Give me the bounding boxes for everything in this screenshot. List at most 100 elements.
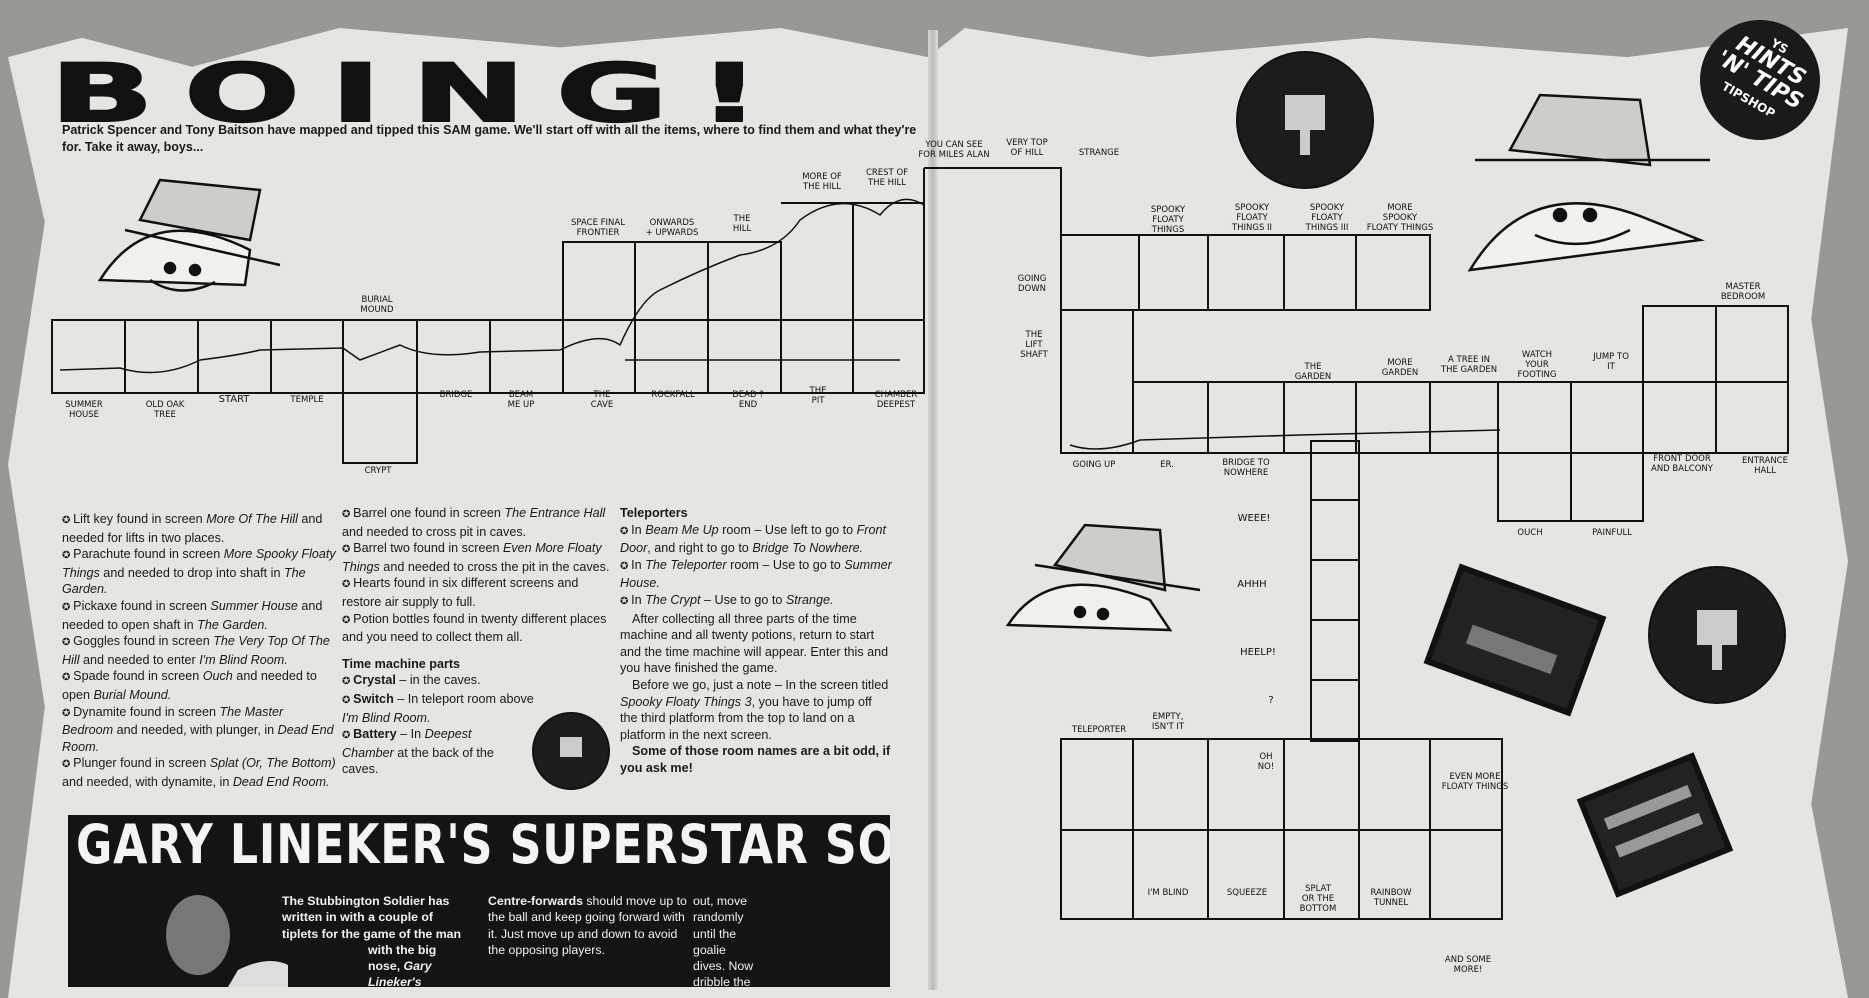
part-entry: ✪ Switch – In teleport room above I'm Bl… bbox=[342, 691, 534, 725]
map-label: Splat or the Bottom bbox=[1299, 884, 1337, 914]
map-label: Heelp! bbox=[1240, 647, 1276, 658]
map-label: Entrance Hall bbox=[1742, 456, 1788, 476]
map-left-row bbox=[51, 167, 1062, 464]
map-label: Going Down bbox=[1017, 274, 1047, 294]
map-label: Strange bbox=[1078, 148, 1120, 158]
soccer-col-3: out, move randomly until the goalie dive… bbox=[693, 894, 754, 987]
map-label: You can See for miles Alan bbox=[918, 140, 990, 160]
map-label: The Lift Shaft bbox=[1020, 330, 1048, 360]
map-label: Weee! bbox=[1237, 513, 1271, 524]
article-title: BOING! bbox=[48, 47, 791, 140]
map-label: Burial Mound bbox=[360, 295, 394, 315]
map-label: Very Top of Hill bbox=[1006, 138, 1048, 158]
robot-badge-icon bbox=[1236, 51, 1374, 189]
map-label: Teleporter bbox=[1071, 725, 1127, 735]
items-column-2: ✪ Barrel one found in screen The Entranc… bbox=[342, 505, 612, 778]
teleporter-entry: ✪ In Beam Me Up room – Use left to go to… bbox=[620, 522, 886, 556]
items-column-1: ✪ Lift key found in screen More Of The H… bbox=[62, 511, 337, 791]
item-entry: ✪ Goggles found in screen The Very Top O… bbox=[62, 634, 330, 667]
intro-body: have mapped and tipped this SAM game. We… bbox=[62, 123, 917, 154]
map-label: Squeeze bbox=[1226, 888, 1268, 898]
map-label: Space Final Frontier bbox=[571, 218, 625, 238]
game-screenshot bbox=[1423, 563, 1607, 717]
map-label: More Spooky Floaty Things bbox=[1366, 203, 1434, 233]
item-entry: ✪ Barrel one found in screen The Entranc… bbox=[342, 506, 606, 539]
map-label: Crypt bbox=[364, 466, 392, 476]
mascot-face-icon bbox=[1467, 93, 1710, 272]
map-label: ? bbox=[1268, 695, 1274, 706]
soccer-col-1: The Stubbington Soldier has written in w… bbox=[282, 894, 462, 987]
map-label: Summer House bbox=[65, 400, 103, 420]
map-label: The Garden bbox=[1294, 362, 1332, 382]
map-label: Beam me up bbox=[507, 390, 535, 410]
map-label: Temple bbox=[290, 395, 324, 405]
map-label: Onwards + Upwards bbox=[645, 218, 699, 238]
part-entry: ✪ Battery – In Deepest Chamber at the ba… bbox=[342, 727, 494, 777]
map-label: Front Door and Balcony bbox=[1651, 454, 1713, 474]
map-label: Master Bedroom bbox=[1720, 282, 1766, 302]
map-label: Rockfall bbox=[651, 390, 695, 400]
map-label: Start bbox=[218, 394, 250, 405]
time-machine-heading: Time machine parts bbox=[342, 656, 461, 671]
soccer-col-2: Centre-forwards should move up to the ba… bbox=[488, 894, 687, 957]
item-entry: ✪ Hearts found in six different screens … bbox=[342, 576, 579, 609]
map-label: Bridge bbox=[439, 390, 473, 400]
paragraph: After collecting all three parts of the … bbox=[620, 611, 889, 676]
item-entry: ✪ Lift key found in screen More Of The H… bbox=[62, 512, 323, 545]
intro-text: Patrick Spencer and Tony Baitson have ma… bbox=[62, 122, 922, 156]
soccer-tip-box: GARY LINEKER'S SUPERSTAR SOCCER The Stub… bbox=[68, 815, 890, 987]
item-entry: ✪ Potion bottles found in twenty differe… bbox=[342, 611, 607, 645]
game-screenshot bbox=[1576, 752, 1734, 898]
map-label: Watch Your Footing bbox=[1517, 350, 1557, 380]
closing-remark: Some of those room names are a bit odd, … bbox=[620, 744, 891, 775]
map-label: Oh No! bbox=[1257, 752, 1275, 772]
map-label: Going up bbox=[1072, 460, 1116, 470]
soccer-title: GARY LINEKER'S SUPERSTAR SOCCER bbox=[76, 815, 890, 876]
item-entry: ✪ Dynamite found in screen The Master Be… bbox=[62, 704, 334, 754]
item-entry: ✪ Barrel two found in screen Even More F… bbox=[342, 541, 610, 574]
map-label: Crest of The Hill bbox=[865, 168, 909, 188]
item-entry: ✪ Parachute found in screen More Spooky … bbox=[62, 547, 336, 597]
mascot-face-icon bbox=[1005, 523, 1201, 632]
mascot-face-icon bbox=[97, 178, 281, 292]
page-spine bbox=[928, 30, 938, 990]
robot-badge-icon bbox=[1648, 566, 1786, 704]
author-2: Tony Baitson bbox=[185, 123, 264, 137]
item-entry: ✪ Plunger found in screen Splat (Or, The… bbox=[62, 756, 336, 789]
map-label: The Hill bbox=[732, 214, 752, 234]
map-label: Empty, isn't it bbox=[1151, 712, 1185, 732]
map-label: Jump To It bbox=[1593, 352, 1629, 372]
teleporter-entry: ✪ In The Crypt – Use to go to Strange. bbox=[620, 592, 834, 607]
map-label: Old Oak Tree bbox=[145, 400, 185, 420]
map-label: And Some more! bbox=[1444, 955, 1492, 975]
map-label: Ahhh bbox=[1237, 579, 1267, 590]
map-label: I'm Blind bbox=[1147, 888, 1189, 898]
map-label: More Garden bbox=[1381, 358, 1419, 378]
teleporters-column: Teleporters ✪ In Beam Me Up room – Use l… bbox=[620, 505, 892, 777]
item-entry: ✪ Pickaxe found in screen Summer House a… bbox=[62, 598, 323, 632]
teleporters-heading: Teleporters bbox=[620, 506, 688, 520]
intro-and: and bbox=[156, 123, 186, 137]
map-label: The Cave bbox=[590, 390, 614, 410]
map-label: Bridge to Nowhere bbox=[1222, 458, 1270, 478]
part-entry: ✪ Crystal – in the caves. bbox=[342, 673, 481, 688]
map-label: Even more Floaty things bbox=[1441, 772, 1509, 792]
map-label: Rainbow Tunnel bbox=[1370, 888, 1412, 908]
map-label: Er. bbox=[1160, 460, 1174, 470]
map-label: Chamber Deepest bbox=[874, 390, 918, 410]
robot-badge-icon bbox=[532, 712, 610, 790]
author-1: Patrick Spencer bbox=[62, 123, 157, 137]
paragraph: Before we go, just a note – In the scree… bbox=[620, 677, 889, 742]
map-label: Painfull bbox=[1592, 528, 1632, 538]
map-label: Spooky Floaty Things bbox=[1150, 205, 1186, 235]
teleporter-entry: ✪ In The Teleporter room – Use to go to … bbox=[620, 557, 892, 591]
map-label: Spooky Floaty Things II bbox=[1231, 203, 1273, 233]
gary-lineker-portrait bbox=[166, 895, 288, 987]
map-label: Dead ? End bbox=[732, 390, 764, 410]
map-label: The Pit bbox=[809, 386, 827, 406]
map-label: A Tree in The Garden bbox=[1440, 355, 1498, 375]
map-right bbox=[1060, 234, 1789, 920]
map-label: Spooky Floaty Things III bbox=[1305, 203, 1349, 233]
map-label: Ouch bbox=[1517, 528, 1543, 538]
